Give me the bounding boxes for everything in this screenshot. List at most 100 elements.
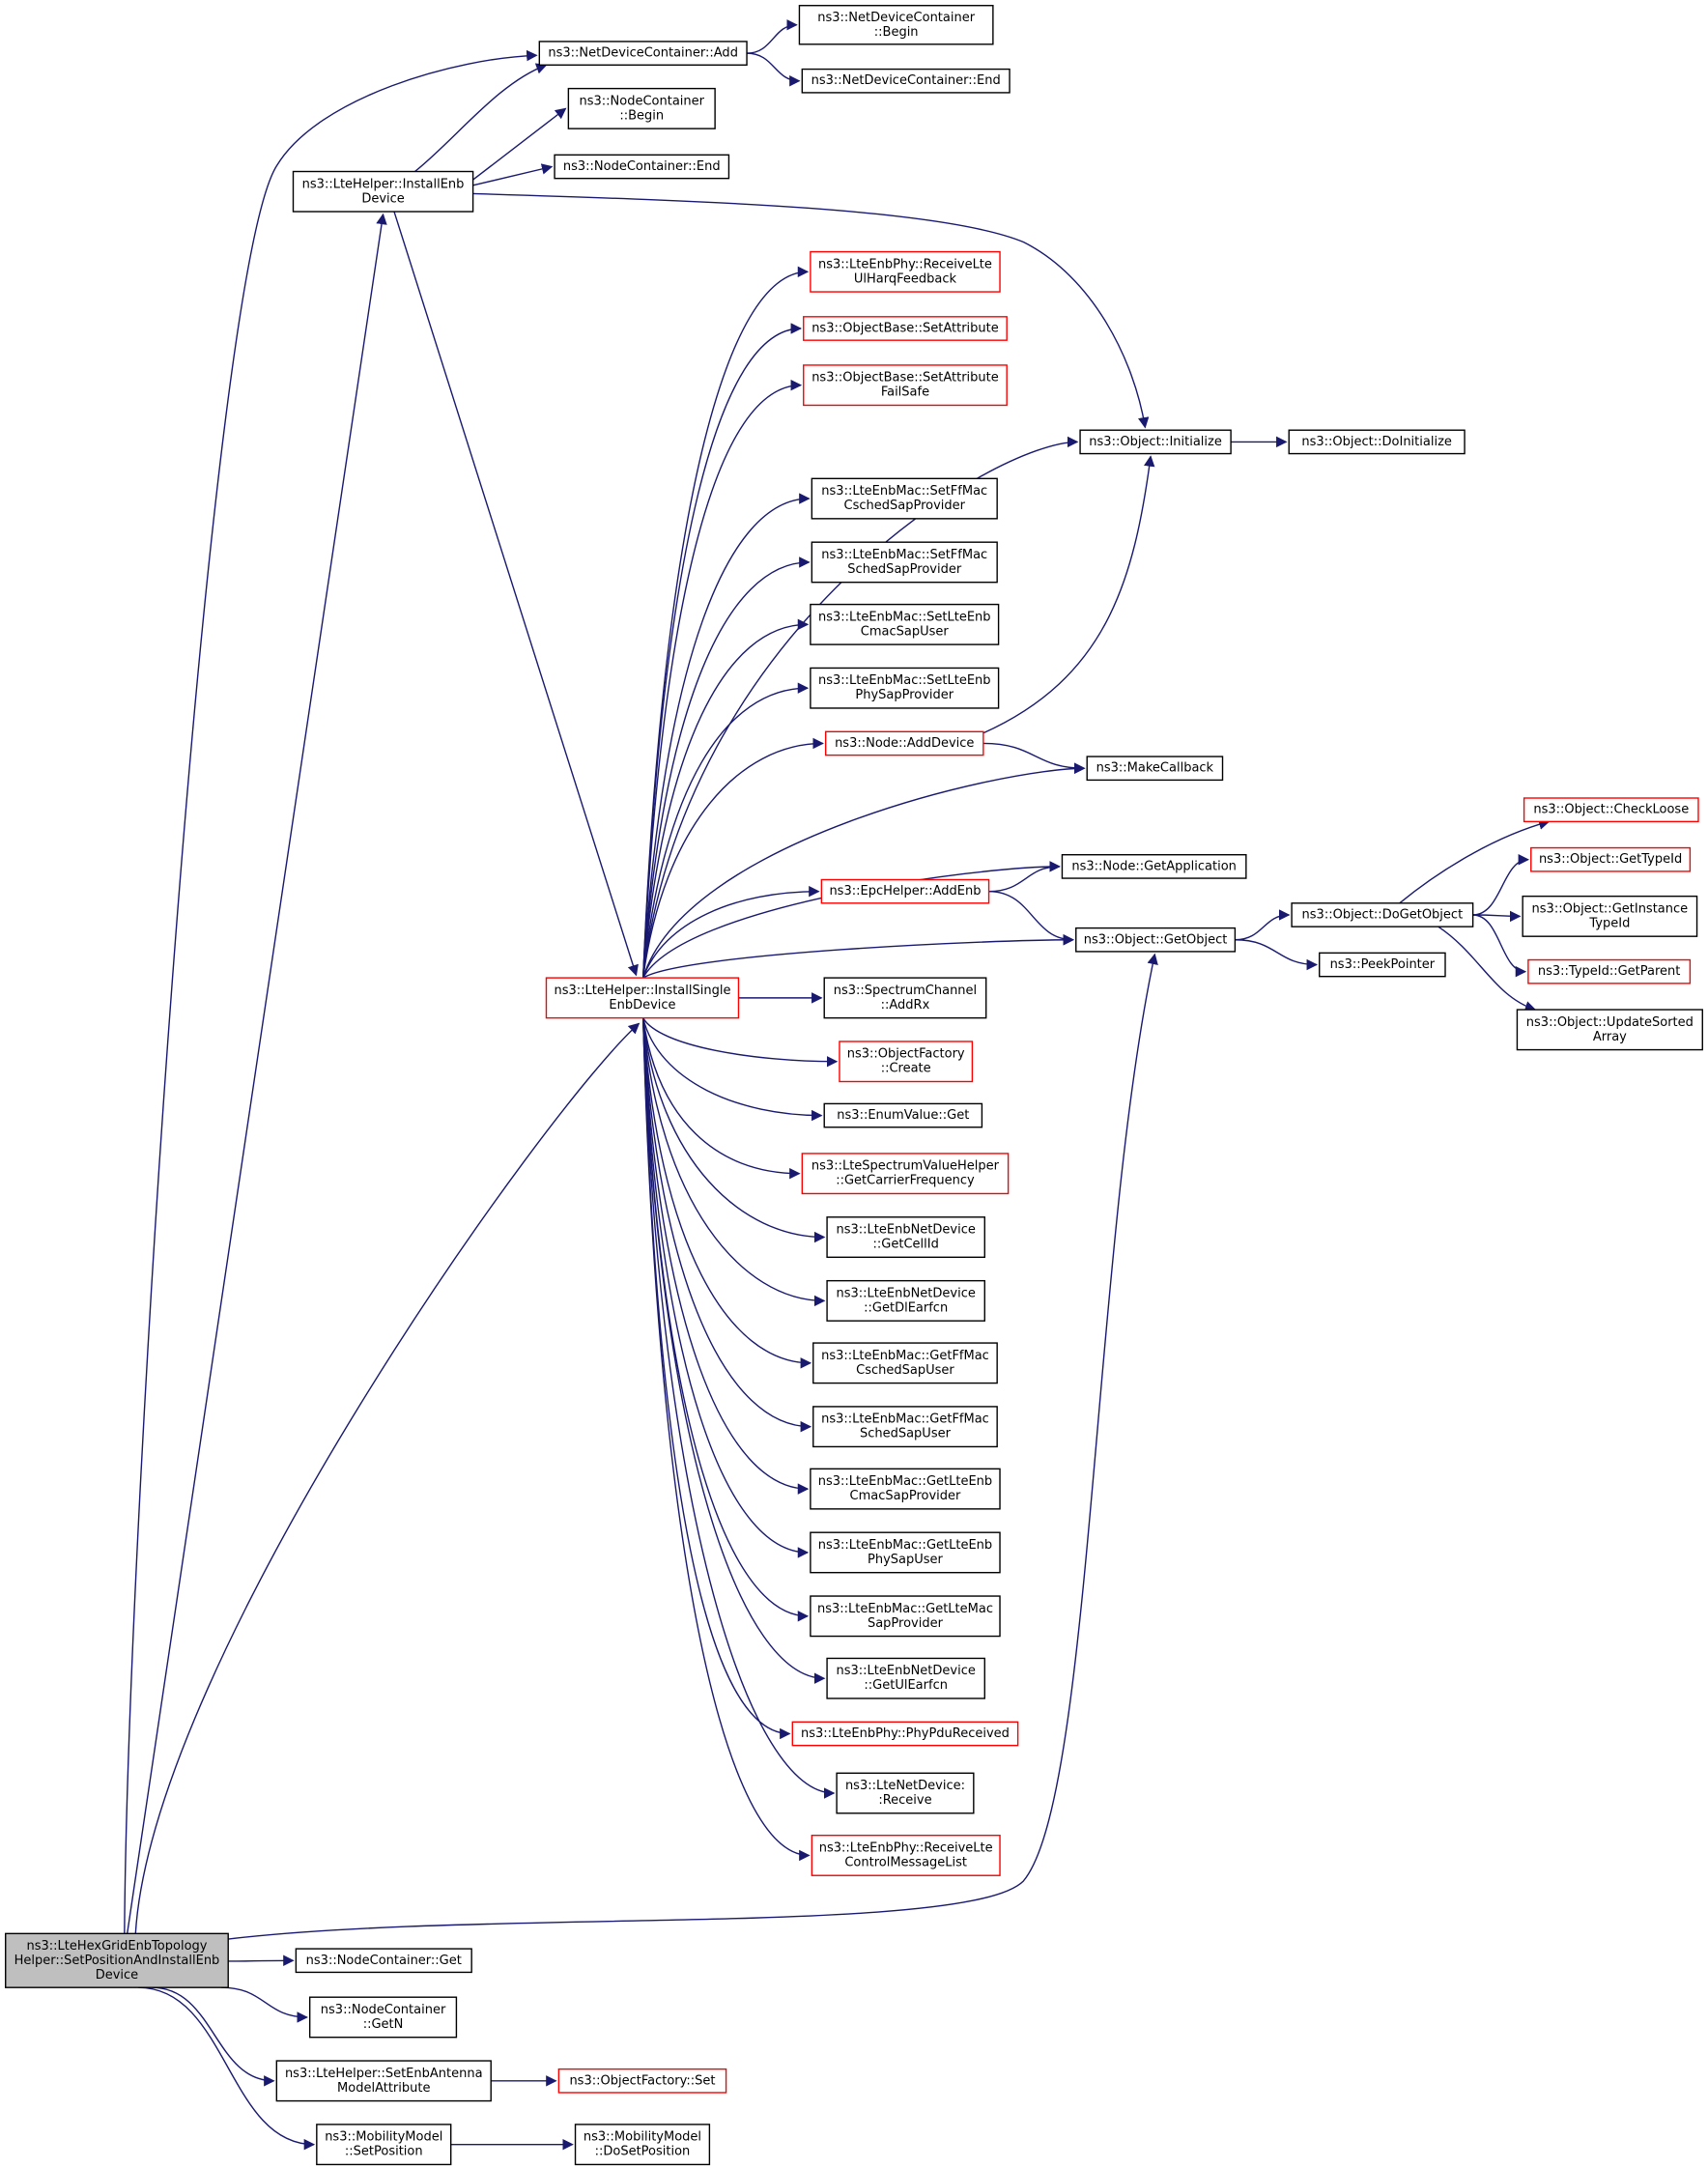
node-box: [1086, 756, 1224, 782]
node-box: [295, 1948, 472, 1974]
node-box: [567, 87, 716, 129]
node-recv-ctrl[interactable]: ns3::LteEnbPhy::ReceiveLteControlMessage…: [811, 1835, 1001, 1876]
node-lnd-receive[interactable]: ns3::LteNetDevice::Receive: [836, 1772, 975, 1814]
node-box: [826, 1279, 985, 1322]
node-label-line: PhySapProvider: [855, 688, 954, 702]
edge-root-to-mm_setpos: [138, 1987, 316, 2151]
node-box: [292, 170, 474, 213]
node-nc-getn[interactable]: ns3::NodeContainer::GetN: [308, 1996, 458, 2039]
node-obj-init[interactable]: ns3::Object::Initialize: [1079, 429, 1232, 455]
node-label-line: ns3::Object::GetTypeId: [1539, 852, 1682, 867]
edge-install_single-to-set_attr: [643, 323, 803, 978]
node-label-line: CmacSapProvider: [850, 1489, 962, 1503]
node-spec-addrx[interactable]: ns3::SpectrumChannel::AddRx: [823, 977, 987, 1019]
node-set-antenna[interactable]: ns3::LteHelper::SetEnbAntennaModelAttrib…: [275, 2060, 492, 2102]
node-enum-get[interactable]: ns3::EnumValue::Get: [823, 1102, 983, 1128]
node-of-create[interactable]: ns3::ObjectFactory::Create: [839, 1041, 974, 1083]
node-label-line: ns3::LteHelper::InstallSingle: [554, 984, 730, 998]
node-box: [811, 477, 998, 520]
node-svh-carrier[interactable]: ns3::LteSpectrumValueHelper::GetCarrierF…: [801, 1153, 1010, 1195]
node-ndc-add[interactable]: ns3::NetDeviceContainer::Add: [538, 41, 748, 66]
node-label-line: ModelAttribute: [337, 2081, 430, 2096]
node-label-line: ns3::LteEnbPhy::ReceiveLte: [818, 257, 992, 271]
node-check-loose[interactable]: ns3::Object::CheckLoose: [1523, 797, 1699, 823]
edge-install_single-to-recv_ul_harq: [643, 266, 810, 978]
node-label-line: ns3::Object::GetObject: [1084, 932, 1228, 947]
edge-node_adddev-to-obj_init: [983, 455, 1155, 732]
node-nd-dlearfcn[interactable]: ns3::LteEnbNetDevice::GetDlEarfcn: [826, 1279, 985, 1322]
node-obj-dogetobj[interactable]: ns3::Object::DoGetObject: [1291, 902, 1474, 927]
node-mm-dosetpos[interactable]: ns3::MobilityModel::DoSetPosition: [574, 2124, 711, 2166]
node-nd-ulearfcn[interactable]: ns3::LteEnbNetDevice::GetUlEarfcn: [826, 1657, 985, 1699]
node-label-line: ns3::Object::CheckLoose: [1533, 803, 1689, 817]
node-mm-setpos[interactable]: ns3::MobilityModel::SetPosition: [316, 2124, 452, 2166]
node-peek[interactable]: ns3::PeekPointer: [1319, 952, 1446, 978]
edge-obj_dogetobj-to-get_typeid: [1473, 854, 1530, 915]
edge-obj_dogetobj-to-update_sorted: [1438, 927, 1537, 1013]
node-nd-cellid[interactable]: ns3::LteEnbNetDevice::GetCellId: [826, 1216, 985, 1259]
node-typeid-parent[interactable]: ns3::TypeId::GetParent: [1527, 958, 1692, 984]
node-label-line: ns3::LteEnbMac::GetFfMac: [821, 1412, 989, 1427]
node-epc-addenb[interactable]: ns3::EpcHelper::AddEnb: [820, 878, 990, 904]
edge-install_single-to-get_cmac_prov: [643, 1018, 810, 1495]
node-ndc-begin[interactable]: ns3::NetDeviceContainer::Begin: [798, 5, 994, 45]
node-label-line: ::Begin: [619, 108, 664, 123]
node-root[interactable]: ns3::LteHexGridEnbTopologyHelper::SetPos…: [5, 1932, 229, 1988]
node-nc-get[interactable]: ns3::NodeContainer::Get: [295, 1948, 472, 1974]
node-box: [820, 878, 990, 904]
edge-install_single-to-set_phy_prov: [643, 682, 810, 978]
edge-obj_getobj-to-peek: [1235, 940, 1319, 971]
node-label-line: Device: [361, 191, 404, 206]
node-box: [810, 250, 1001, 293]
node-obj-doinit[interactable]: ns3::Object::DoInitialize: [1288, 429, 1466, 455]
edge-install_single-to-recv_ctrl: [643, 1018, 811, 1862]
node-label-line: ns3::MobilityModel: [325, 2130, 442, 2145]
node-of-set[interactable]: ns3::ObjectFactory::Set: [557, 2068, 727, 2094]
node-label-line: CschedSapProvider: [844, 499, 966, 513]
node-box: [1516, 1009, 1703, 1051]
node-label-line: ns3::ObjectFactory: [847, 1047, 965, 1062]
node-make-cb[interactable]: ns3::MakeCallback: [1086, 756, 1224, 782]
node-label-line: ns3::SpectrumChannel: [834, 984, 977, 998]
node-box: [798, 5, 994, 45]
node-set-attr[interactable]: ns3::ObjectBase::SetAttribute: [803, 316, 1008, 341]
node-set-ff-csched[interactable]: ns3::LteEnbMac::SetFfMacCschedSapProvide…: [811, 477, 998, 520]
node-box: [803, 364, 1008, 407]
node-nc-end[interactable]: ns3::NodeContainer::End: [554, 154, 730, 180]
node-box: [823, 1102, 983, 1128]
node-box: [316, 2124, 452, 2166]
edge-install_single-to-get_ff_csched: [643, 1018, 812, 1369]
node-ndc-end[interactable]: ns3::NetDeviceContainer::End: [801, 68, 1011, 94]
node-label-line: ns3::LteEnbNetDevice: [836, 1286, 975, 1300]
node-node-getapp[interactable]: ns3::Node::GetApplication: [1061, 854, 1247, 879]
node-label-line: ns3::Object::UpdateSorted: [1526, 1015, 1694, 1030]
node-phy-pdu[interactable]: ns3::LteEnbPhy::PhyPduReceived: [791, 1721, 1019, 1747]
node-box: [791, 1721, 1019, 1747]
node-label-line: ::Create: [881, 1062, 931, 1076]
node-box: [1530, 846, 1692, 872]
node-obj-getobj[interactable]: ns3::Object::GetObject: [1075, 927, 1237, 953]
node-box: [810, 1595, 1001, 1638]
edge-root-to-obj_getobj: [228, 953, 1158, 1939]
node-label-line: ns3::LteHexGridEnbTopology: [26, 1939, 207, 1954]
node-node-adddev[interactable]: ns3::Node::AddDevice: [824, 730, 984, 756]
node-label-line: ns3::LteEnbNetDevice: [836, 1664, 975, 1678]
node-label-line: ns3::Object::DoInitialize: [1301, 435, 1452, 449]
node-nc-begin[interactable]: ns3::NodeContainer::Begin: [567, 87, 716, 129]
node-get-typeid[interactable]: ns3::Object::GetTypeId: [1530, 846, 1692, 872]
node-label-line: SchedSapProvider: [847, 562, 962, 577]
